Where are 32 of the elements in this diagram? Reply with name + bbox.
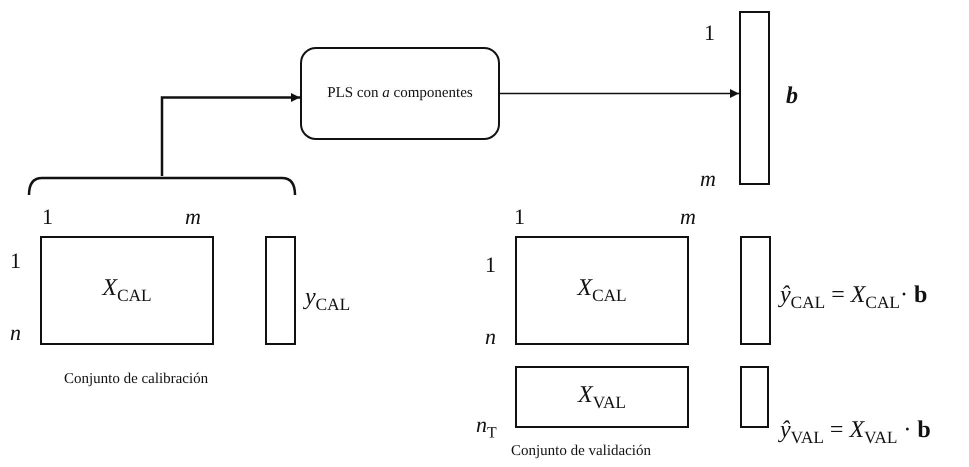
matrix-symbol: X$_{VAL}$ xyxy=(578,380,626,414)
matrix-symbol: X$_{CAL}$ xyxy=(577,274,627,307)
matrix-box xyxy=(515,236,689,345)
index-label: 1 xyxy=(514,206,525,228)
vector-bar xyxy=(739,11,770,185)
set-caption: Conjunto de calibración xyxy=(64,372,208,387)
matrix-box xyxy=(515,366,689,428)
index-label: m xyxy=(700,168,716,190)
index-label: m xyxy=(185,206,201,228)
index-label: m xyxy=(680,206,696,228)
vector-symbol: y$_{CAL}$ xyxy=(305,285,350,314)
matrix-symbol: X$_{CAL}$ xyxy=(102,274,152,307)
index-label: n$_{T}$ xyxy=(476,414,497,442)
index-label: 1 xyxy=(704,22,715,44)
arrow xyxy=(500,89,739,98)
equation: ŷ$_{VAL}$ = X$_{VAL}$ · b xyxy=(780,418,931,446)
vector-bar xyxy=(740,236,771,345)
index-label: 1 xyxy=(42,206,53,228)
equation: ŷ$_{CAL}$ = X$_{CAL}$· b xyxy=(780,283,928,312)
arrow xyxy=(160,93,300,176)
index-label: 1 xyxy=(485,254,496,276)
index-label: n xyxy=(10,322,21,344)
index-label: n xyxy=(485,326,496,348)
curly-brace xyxy=(28,176,296,196)
box-label: PLS con a componentes xyxy=(327,84,473,103)
set-caption: Conjunto de validación xyxy=(511,444,651,459)
matrix-box xyxy=(40,236,214,345)
vector-symbol: b xyxy=(786,84,798,108)
vector-bar xyxy=(740,366,769,428)
index-label: 1 xyxy=(10,250,21,272)
vector-bar xyxy=(265,236,296,345)
process-box xyxy=(300,47,500,140)
